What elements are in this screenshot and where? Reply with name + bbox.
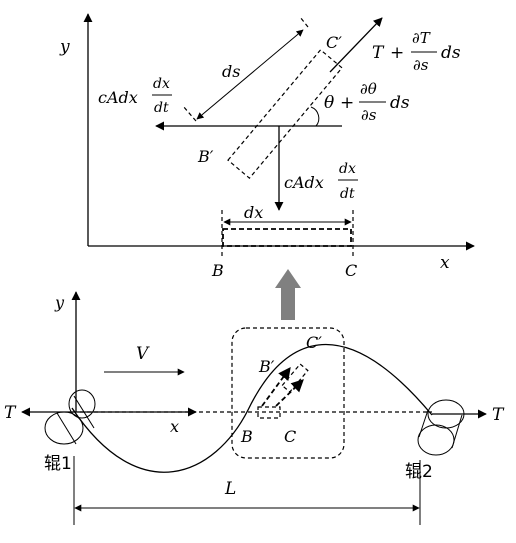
roller-2	[417, 399, 465, 456]
horizontal-element	[222, 228, 352, 247]
element-detail-diagram: y x ds C′ B′ T + ∂T ∂s ds	[59, 13, 475, 280]
zoom-arrow	[275, 269, 301, 320]
velocity-label: V	[136, 344, 150, 364]
ds-dimension-arrow	[196, 29, 304, 120]
roller-2-label: 辊2	[405, 462, 433, 482]
belt-span-diagram: y x V T T	[4, 291, 505, 525]
svg-text:dx: dx	[339, 161, 356, 177]
svg-text:θ: θ	[324, 93, 334, 113]
tension-arrow	[329, 17, 383, 73]
svg-text:dx: dx	[153, 76, 170, 92]
svg-text:T: T	[372, 43, 385, 63]
label-ds: ds	[222, 62, 240, 81]
label-c-prime: C′	[326, 33, 342, 52]
svg-text:∂T: ∂T	[412, 29, 431, 47]
bottom-label-c: C	[284, 427, 296, 446]
roller-1-label: 辊1	[44, 454, 72, 474]
svg-text:dt: dt	[340, 186, 355, 202]
label-dx: dx	[244, 203, 263, 222]
svg-text:cAdx: cAdx	[284, 173, 324, 192]
svg-text:∂s: ∂s	[361, 106, 377, 124]
bottom-label-b: B	[240, 427, 253, 446]
label-b-prime: B′	[197, 147, 214, 166]
inclined-element	[227, 49, 343, 179]
roller-1	[44, 389, 96, 445]
bottom-y-axis-label: y	[54, 293, 65, 312]
bottom-x-axis-label: x	[170, 417, 179, 436]
svg-text:ds: ds	[441, 43, 461, 63]
tension-formula: T + ∂T ∂s ds	[372, 29, 461, 74]
down-damping-formula: cAdx dx dt	[284, 161, 358, 202]
span-label: L	[224, 479, 236, 499]
svg-text:cAdx: cAdx	[98, 88, 138, 107]
tension-right-label: T	[492, 405, 505, 425]
svg-text:+: +	[390, 43, 404, 63]
svg-text:∂s: ∂s	[413, 56, 429, 74]
theta-arc	[310, 106, 320, 127]
svg-text:dt: dt	[154, 100, 169, 116]
top-y-axis-label: y	[59, 37, 70, 57]
belt-curve	[71, 343, 433, 473]
label-c: C	[345, 261, 357, 280]
label-b: B	[211, 261, 224, 280]
svg-text:+: +	[340, 93, 354, 113]
top-x-axis-label: x	[440, 253, 450, 273]
left-damping-formula: cAdx dx dt	[98, 76, 172, 116]
svg-text:∂θ: ∂θ	[360, 80, 377, 98]
bottom-label-c-prime: C′	[306, 333, 322, 352]
tension-left-label: T	[4, 403, 17, 423]
theta-formula: θ + ∂θ ∂s ds	[324, 80, 410, 124]
svg-text:ds: ds	[390, 93, 410, 113]
bottom-label-b-prime: B′	[258, 357, 275, 376]
zoom-region	[231, 327, 345, 459]
